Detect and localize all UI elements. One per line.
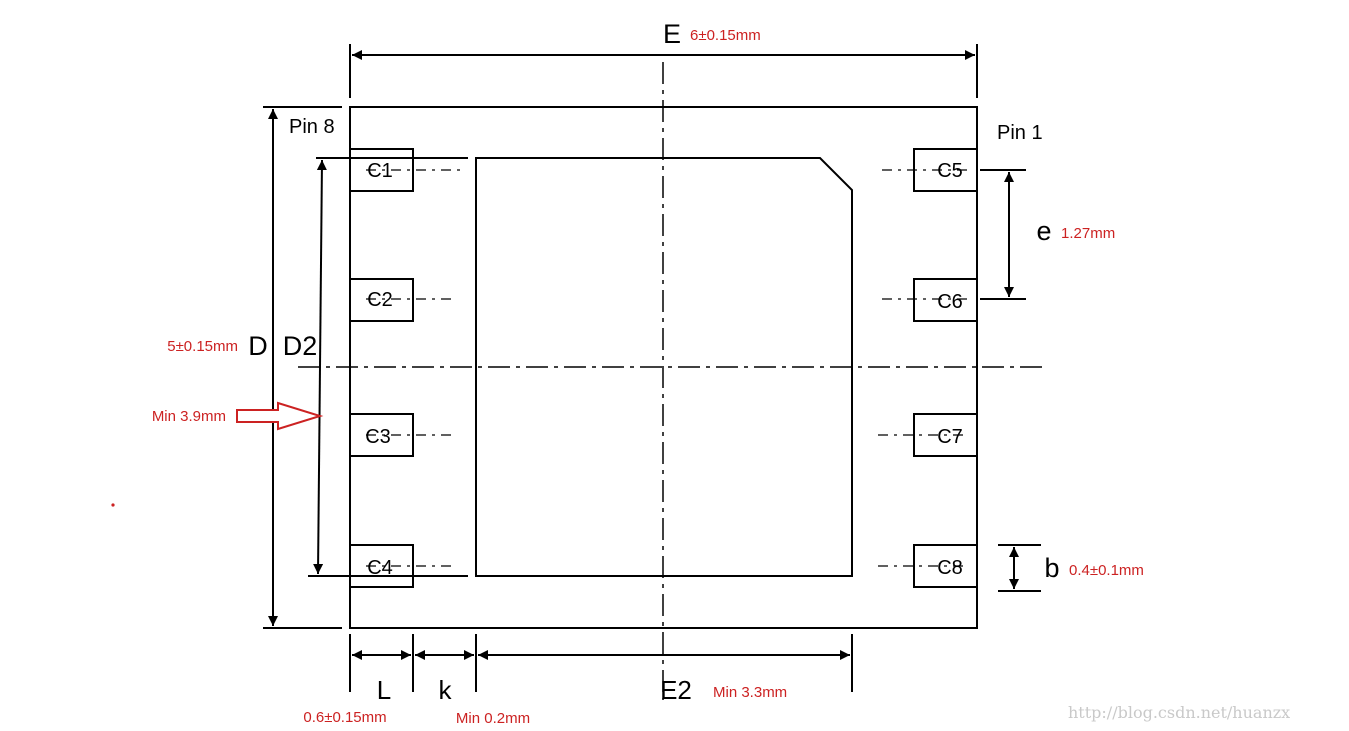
pad-c2: C2	[349, 278, 454, 322]
value-e: 6±0.15mm	[690, 27, 761, 44]
pad-c6: C6	[882, 278, 978, 322]
dimension-b-width: b 0.4±0.1mm	[998, 544, 1144, 592]
value-l: 0.6±0.15mm	[303, 709, 386, 726]
value-e2: Min 3.3mm	[713, 684, 787, 701]
pad-label-c3: C3	[365, 426, 391, 448]
dimension-d2-height: D2 Min 3.9mm	[152, 157, 468, 577]
dimension-d-height: D 5±0.15mm	[167, 106, 342, 629]
dimension-e-pitch: e 1.27mm	[980, 169, 1115, 300]
pin1-label: Pin 1	[997, 122, 1043, 144]
pad-label-c2: C2	[367, 289, 393, 311]
value-e-pitch: 1.27mm	[1061, 225, 1115, 242]
pad-c8: C8	[878, 544, 978, 588]
dimension-bottom: L 0.6±0.15mm k Min 0.2mm E2 Min 3.3mm	[303, 634, 853, 727]
pad-c5: C5	[882, 148, 978, 192]
label-e2: E2	[660, 675, 692, 705]
pad-label-c5: C5	[937, 160, 963, 182]
label-d2: D2	[283, 331, 318, 361]
pin8-label: Pin 8	[289, 116, 335, 138]
pad-label-c7: C7	[937, 426, 963, 448]
value-k: Min 0.2mm	[456, 710, 530, 727]
label-k: k	[439, 675, 453, 705]
pad-label-c1: C1	[367, 160, 393, 182]
pad-c7: C7	[878, 413, 978, 457]
pad-c3: C3	[349, 413, 454, 457]
value-d2: Min 3.9mm	[152, 408, 226, 425]
watermark: http://blog.csdn.net/huanzx	[1068, 703, 1290, 722]
pad-label-c8: C8	[937, 557, 963, 579]
thermal-pad	[475, 157, 853, 577]
value-b: 0.4±0.1mm	[1069, 562, 1144, 579]
pad-c1: C1	[349, 148, 464, 192]
pad-c4: C4	[349, 544, 454, 588]
label-l: L	[377, 675, 391, 705]
hollow-right-arrow-icon	[236, 401, 324, 431]
pad-label-c4: C4	[367, 557, 393, 579]
value-d: 5±0.15mm	[167, 338, 238, 355]
label-e: E	[663, 19, 681, 49]
red-dot	[111, 503, 115, 507]
label-e-pitch: e	[1036, 216, 1051, 246]
label-d: D	[248, 331, 268, 361]
pad-label-c6: C6	[937, 291, 963, 313]
dimension-e-width: E 6±0.15mm	[349, 19, 978, 98]
label-b: b	[1044, 553, 1059, 583]
